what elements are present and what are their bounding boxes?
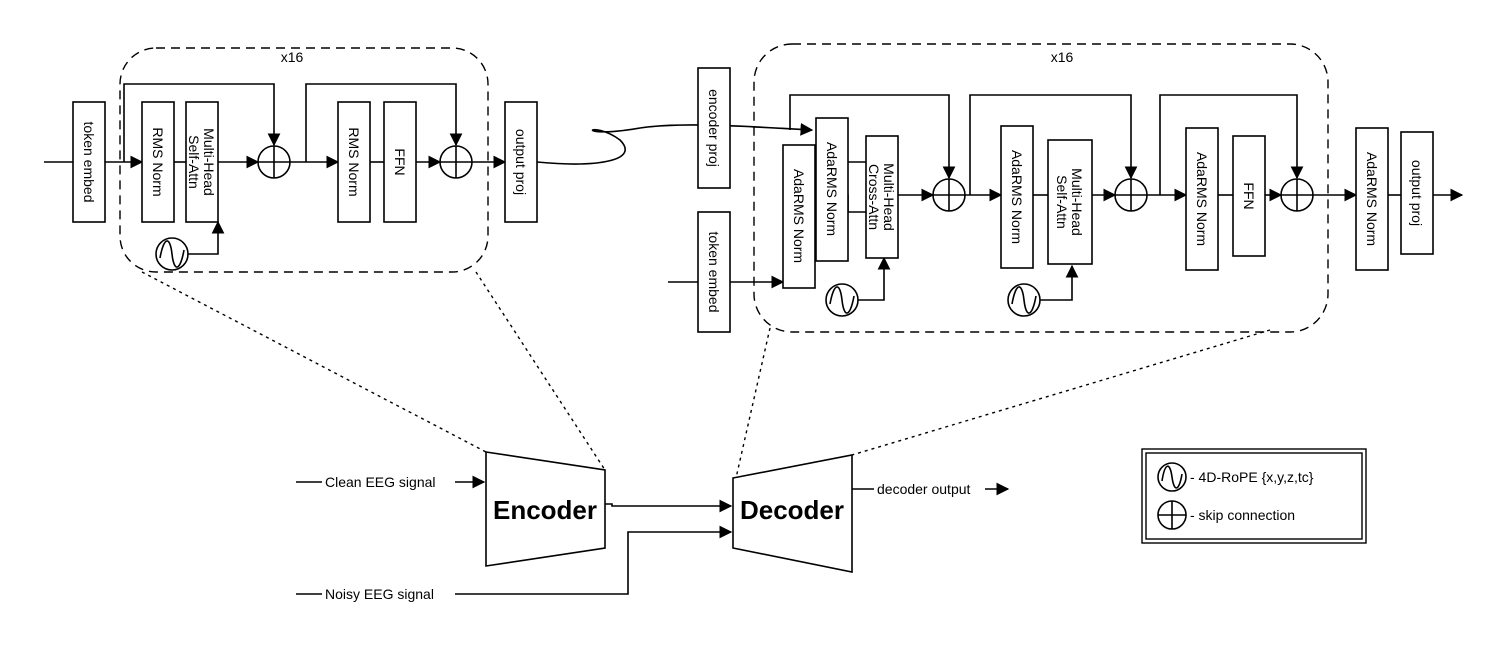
decoder-adarms-norm-c: AdaRMS Norm xyxy=(1000,125,1034,269)
encoder-output-proj-label: output proj xyxy=(513,129,529,195)
decoder-cross-attention: Multi-Head Cross-Attn xyxy=(865,135,899,259)
encoder-rms-norm-2-label: RMS Norm xyxy=(346,127,362,196)
encoder-output-proj: output proj xyxy=(504,101,538,223)
decoder-self-attn-label-1: Multi-Head xyxy=(1069,168,1085,236)
decoder-output-proj: output proj xyxy=(1400,131,1434,255)
decoder-rope-icon-1 xyxy=(825,283,859,317)
decoder-output-label: decoder output xyxy=(877,481,971,497)
encoder-repeat-label: x16 xyxy=(281,49,304,65)
decoder-cross-attn-label-1: Multi-Head xyxy=(881,163,897,231)
decoder-repeat-region xyxy=(753,43,1329,333)
decoder-adarms-norm-d: AdaRMS Norm xyxy=(1185,127,1219,271)
encoder-ffn: FFN xyxy=(383,101,417,223)
decoder-adarms-norm-b: AdaRMS Norm xyxy=(782,144,816,289)
decoder-ffn-label: FFN xyxy=(1241,182,1257,209)
decoder-adarms-norm-final: AdaRMS Norm xyxy=(1355,127,1389,271)
decoder-skip-connection-1 xyxy=(932,178,966,212)
decoder-adarms-norm-a-label: AdaRMS Norm xyxy=(824,142,840,236)
encoder-token-embed-label: token embed xyxy=(81,122,97,203)
encoder-rms-norm-2: RMS Norm xyxy=(337,101,371,223)
encoder-skip-connection-2 xyxy=(439,145,473,179)
decoder-repeat-label: x16 xyxy=(1051,49,1074,65)
decoder-rope-icon-2 xyxy=(1007,283,1041,317)
legend: - 4D-RoPE {x,y,z,tc} - skip connection xyxy=(1141,448,1367,544)
encoder-rope-icon xyxy=(155,237,189,271)
decoder-encoder-proj: encoder proj xyxy=(697,67,731,189)
decoder-encoder-proj-label: encoder proj xyxy=(706,89,722,167)
encoder-token-embed: token embed xyxy=(72,101,106,223)
decoder-adarms-norm-a: AdaRMS Norm xyxy=(815,117,849,262)
clean-eeg-input-label: Clean EEG signal xyxy=(325,474,436,490)
legend-rope-label: - 4D-RoPE {x,y,z,tc} xyxy=(1190,469,1314,485)
encoder-attn-label-1: Multi-Head xyxy=(201,128,217,196)
overview-encoder-label: Encoder xyxy=(493,495,597,525)
decoder-self-attn-label-2: Self-Attn xyxy=(1054,175,1070,229)
encoder-rms-norm-1-label: RMS Norm xyxy=(150,127,166,196)
decoder-adarms-norm-c-label: AdaRMS Norm xyxy=(1009,150,1025,244)
decoder-skip-connection-2 xyxy=(1114,178,1148,212)
decoder-token-embed: token embed xyxy=(697,211,731,333)
decoder-adarms-norm-final-label: AdaRMS Norm xyxy=(1364,152,1380,246)
decoder-token-embed-label: token embed xyxy=(706,232,722,313)
legend-skip-label: - skip connection xyxy=(1190,507,1295,523)
encoder-repeat-region xyxy=(119,47,489,273)
decoder-cross-attn-label-2: Cross-Attn xyxy=(866,164,882,230)
encoder-attn-label-2: Self-Attn xyxy=(186,135,202,189)
decoder-ffn: FFN xyxy=(1232,135,1266,257)
decoder-skip-connection-3 xyxy=(1280,178,1314,212)
overview-decoder-label: Decoder xyxy=(740,495,844,525)
legend-skip-connection-icon xyxy=(1157,500,1187,530)
decoder-self-attention: Multi-Head Self-Attn xyxy=(1047,139,1093,265)
encoder-ffn-label: FFN xyxy=(392,148,408,175)
encoder-skip-connection-1 xyxy=(257,145,291,179)
overview-decoder: Decoder xyxy=(732,454,853,573)
decoder-adarms-norm-b-label: AdaRMS Norm xyxy=(791,169,807,263)
legend-rope-icon xyxy=(1157,462,1187,492)
decoder-adarms-norm-d-label: AdaRMS Norm xyxy=(1194,152,1210,246)
overview-encoder: Encoder xyxy=(485,451,606,567)
encoder-self-attention: Multi-Head Self-Attn xyxy=(185,101,219,223)
noisy-eeg-input-label: Noisy EEG signal xyxy=(325,586,434,602)
encoder-rms-norm-1: RMS Norm xyxy=(141,101,175,223)
decoder-output-proj-label: output proj xyxy=(1409,160,1425,226)
